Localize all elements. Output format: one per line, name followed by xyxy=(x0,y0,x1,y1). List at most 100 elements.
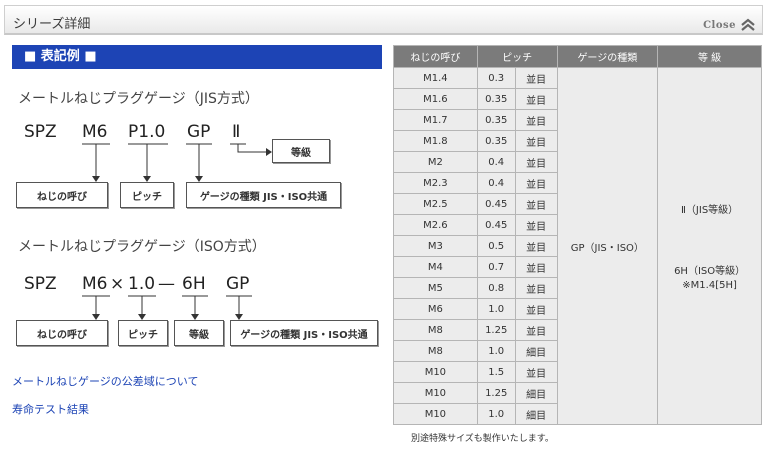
cell-thread-name: M1.4 xyxy=(393,67,478,89)
jis-label-gauge-type: ゲージの種類 JIS・ISO共通 xyxy=(186,182,341,208)
cell-pitch: 1.25 xyxy=(476,382,516,404)
cell-thread-name: M10 xyxy=(393,403,478,425)
cell-pitch: 0.35 xyxy=(476,88,516,110)
cell-thread-name: M2.5 xyxy=(393,193,478,215)
cell-thread-type: 並目 xyxy=(514,235,558,257)
cell-thread-type: 並目 xyxy=(514,256,558,278)
iso-dash: — xyxy=(158,274,175,294)
cell-pitch: 0.45 xyxy=(476,214,516,236)
cell-thread-name: M1.6 xyxy=(393,88,478,110)
header-title: シリーズ詳細 xyxy=(13,17,91,32)
jis-label-thread-name: ねじの呼び xyxy=(16,182,108,208)
jis-pitch: P1.0 xyxy=(128,122,166,142)
iso-label-gauge-type: ゲージの種類 JIS・ISO共通 xyxy=(230,320,378,346)
cell-thread-name: M10 xyxy=(393,361,478,383)
cell-pitch: 0.35 xyxy=(476,109,516,131)
cell-thread-type: 並目 xyxy=(514,172,558,194)
cell-thread-type: 並目 xyxy=(514,298,558,320)
iso-label-grade: 等級 xyxy=(174,320,224,346)
cell-thread-name: M5 xyxy=(393,277,478,299)
cell-pitch: 1.0 xyxy=(476,298,516,320)
tolerance-zone-link[interactable]: メートルねじゲージの公差域について xyxy=(12,375,199,388)
jis-label-grade: 等級 xyxy=(272,139,330,163)
gauge-type-value: GP（JIS・ISO） xyxy=(570,242,644,254)
series-detail-header: シリーズ詳細 Close xyxy=(4,5,763,35)
cell-thread-type: 並目 xyxy=(514,88,558,110)
cell-thread-name: M1.7 xyxy=(393,109,478,131)
cell-thread-type: 細目 xyxy=(514,340,558,362)
table-header-row: ねじの呼び ピッチ ゲージの種類 等 級 xyxy=(393,45,762,68)
iso-gauge-type: GP xyxy=(226,274,250,294)
cell-thread-type: 並目 xyxy=(514,214,558,236)
iso-spz: SPZ xyxy=(24,274,57,294)
cell-thread-type: 並目 xyxy=(514,151,558,173)
grade-jis: Ⅱ（JIS等級） xyxy=(681,205,739,216)
cell-thread-type: 並目 xyxy=(514,319,558,341)
special-size-note: 別途特殊サイズも製作いたします。 xyxy=(411,434,554,444)
cell-pitch: 0.4 xyxy=(476,151,516,173)
cell-thread-name: M10 xyxy=(393,382,478,404)
iso-times: × xyxy=(110,274,125,294)
cell-thread-type: 並目 xyxy=(514,109,558,131)
close-button[interactable]: Close xyxy=(703,18,756,32)
jis-grade: Ⅱ xyxy=(232,122,241,142)
header-grade: 等 級 xyxy=(657,45,762,68)
close-label: Close xyxy=(703,19,736,31)
cell-pitch: 0.35 xyxy=(476,130,516,152)
notation-example-bar: ■ 表記例 ■ xyxy=(12,45,382,69)
life-test-link[interactable]: 寿命テスト結果 xyxy=(12,403,89,416)
cell-thread-name: M2 xyxy=(393,151,478,173)
iso-gauge-title: メートルねじプラグゲージ（ISO方式） xyxy=(18,239,266,255)
cell-grade: Ⅱ（JIS等級） 6H（ISO等級） ※M1.4[5H] xyxy=(657,67,762,425)
header-gauge-type: ゲージの種類 xyxy=(556,45,659,68)
cell-pitch: 1.25 xyxy=(476,319,516,341)
jis-spz: SPZ xyxy=(24,122,57,142)
double-chevron-up-icon xyxy=(741,18,755,31)
jis-gauge-title: メートルねじプラグゲージ（JIS方式） xyxy=(18,91,259,107)
jis-label-pitch: ピッチ xyxy=(120,182,174,208)
grade-iso: 6H（ISO等級） xyxy=(674,266,746,277)
cell-thread-name: M4 xyxy=(393,256,478,278)
cell-pitch: 0.8 xyxy=(476,277,516,299)
iso-label-thread-name: ねじの呼び xyxy=(16,320,108,346)
series-spec-table: ねじの呼び ピッチ ゲージの種類 等 級 M1.4 0.3 並目 GP（JIS・… xyxy=(393,45,762,425)
cell-pitch: 1.5 xyxy=(476,361,516,383)
cell-gauge-type: GP（JIS・ISO） xyxy=(556,67,659,425)
cell-pitch: 0.45 xyxy=(476,193,516,215)
cell-thread-name: M8 xyxy=(393,319,478,341)
cell-pitch: 0.3 xyxy=(476,67,516,89)
cell-thread-type: 並目 xyxy=(514,130,558,152)
cell-thread-type: 並目 xyxy=(514,277,558,299)
iso-pitch: 1.0 xyxy=(128,274,156,294)
header-pitch: ピッチ xyxy=(476,45,558,68)
jis-thread-size: M6 xyxy=(82,122,108,142)
cell-thread-type: 並目 xyxy=(514,193,558,215)
table-row: M1.4 0.3 並目 GP（JIS・ISO） Ⅱ（JIS等級） 6H（ISO等… xyxy=(393,67,762,425)
cell-thread-name: M3 xyxy=(393,235,478,257)
cell-pitch: 1.0 xyxy=(476,340,516,362)
cell-thread-type: 並目 xyxy=(514,361,558,383)
grade-iso-note: ※M1.4[5H] xyxy=(682,280,737,291)
cell-thread-name: M8 xyxy=(393,340,478,362)
cell-thread-name: M2.6 xyxy=(393,214,478,236)
cell-pitch: 1.0 xyxy=(476,403,516,425)
cell-thread-name: M1.8 xyxy=(393,130,478,152)
cell-thread-type: 並目 xyxy=(514,67,558,89)
iso-grade: 6H xyxy=(182,274,206,294)
cell-thread-type: 細目 xyxy=(514,382,558,404)
jis-gauge-type: GP xyxy=(187,122,211,142)
cell-thread-type: 細目 xyxy=(514,403,558,425)
header-thread-name: ねじの呼び xyxy=(393,45,478,68)
